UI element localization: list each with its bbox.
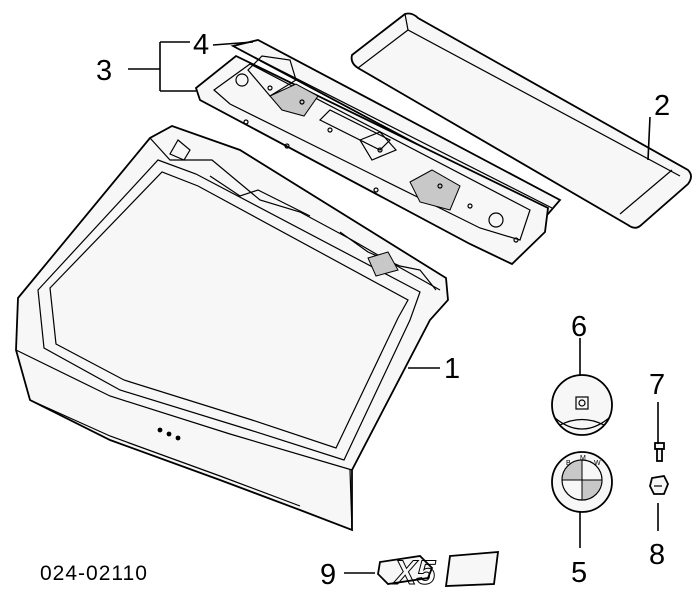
inner-trim-panel bbox=[194, 54, 549, 266]
callout-7: 7 bbox=[649, 369, 665, 401]
bolt-part bbox=[654, 442, 665, 462]
callout-8: 8 bbox=[649, 539, 665, 571]
model-badge-part: X5 bbox=[377, 551, 500, 593]
callout-2: 2 bbox=[654, 90, 670, 122]
callout-4: 4 bbox=[193, 29, 209, 61]
leader-lines bbox=[128, 41, 659, 574]
callout-9: 9 bbox=[320, 559, 336, 591]
callouts: 4 3 2 1 6 5 7 8 9 bbox=[96, 29, 670, 591]
model-badge-text: X5 bbox=[392, 554, 437, 592]
callout-6: 6 bbox=[571, 311, 587, 343]
callout-5: 5 bbox=[571, 557, 587, 589]
callout-3: 3 bbox=[96, 55, 112, 87]
tailgate bbox=[15, 125, 449, 532]
rear-spoiler bbox=[350, 12, 692, 229]
svg-text:W: W bbox=[594, 460, 601, 467]
svg-text:B: B bbox=[566, 460, 571, 467]
callout-1: 1 bbox=[444, 353, 460, 385]
clip-part bbox=[649, 475, 669, 495]
emblem-part: B M W bbox=[551, 451, 613, 513]
round-cap-part bbox=[551, 374, 613, 436]
catalog-number: 024-02110 bbox=[40, 562, 148, 585]
svg-text:M: M bbox=[580, 455, 586, 462]
